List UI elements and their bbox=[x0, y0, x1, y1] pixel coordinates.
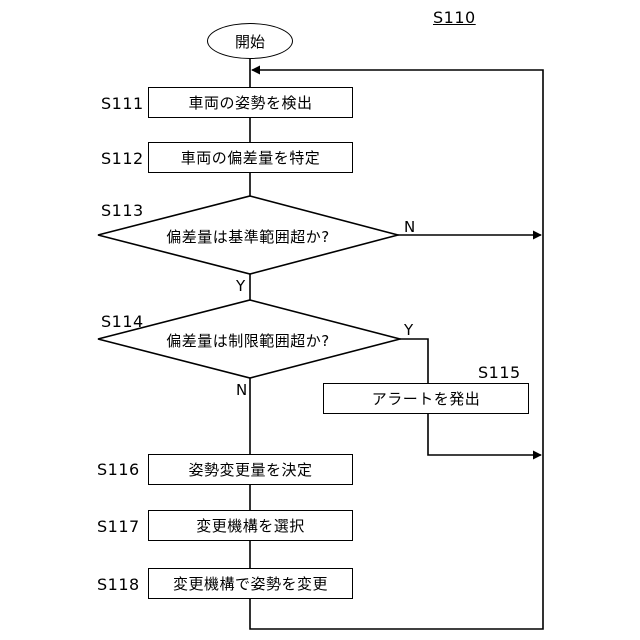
connector-s114-yes bbox=[400, 339, 428, 383]
process-s116: 姿勢変更量を決定 bbox=[148, 454, 353, 485]
start-label: 開始 bbox=[235, 31, 265, 52]
process-s115-label: アラートを発出 bbox=[372, 388, 481, 409]
step-id-s112: S112 bbox=[101, 149, 144, 168]
process-s112-label: 車両の偏差量を特定 bbox=[181, 147, 321, 168]
edge-label-s114-no: N bbox=[236, 381, 247, 399]
connector-s115-out bbox=[428, 414, 541, 455]
step-id-s115: S115 bbox=[478, 363, 521, 382]
process-s115: アラートを発出 bbox=[323, 383, 529, 414]
process-s118: 変更機構で姿勢を変更 bbox=[148, 568, 353, 599]
edge-label-s114-yes: Y bbox=[404, 321, 413, 339]
decision-s114-label: 偏差量は制限範囲超か? bbox=[148, 330, 348, 351]
process-s116-label: 姿勢変更量を決定 bbox=[188, 459, 312, 480]
step-id-s113: S113 bbox=[101, 201, 144, 220]
step-id-s111: S111 bbox=[101, 94, 144, 113]
step-id-s117: S117 bbox=[97, 517, 140, 536]
process-s112: 車両の偏差量を特定 bbox=[148, 142, 353, 173]
decision-s113-label: 偏差量は基準範囲超か? bbox=[148, 226, 348, 247]
edge-label-s113-no: N bbox=[404, 218, 415, 236]
step-id-s114: S114 bbox=[101, 312, 144, 331]
process-s111: 車両の姿勢を検出 bbox=[148, 87, 353, 118]
start-terminal: 開始 bbox=[207, 23, 293, 59]
edge-label-s113-yes: Y bbox=[236, 277, 245, 295]
step-id-s116: S116 bbox=[97, 460, 140, 479]
process-s117: 変更機構を選択 bbox=[148, 510, 353, 541]
process-s117-label: 変更機構を選択 bbox=[196, 515, 305, 536]
process-s111-label: 車両の姿勢を検出 bbox=[188, 92, 312, 113]
diagram-title: S110 bbox=[433, 8, 476, 27]
process-s118-label: 変更機構で姿勢を変更 bbox=[173, 573, 328, 594]
step-id-s118: S118 bbox=[97, 575, 140, 594]
